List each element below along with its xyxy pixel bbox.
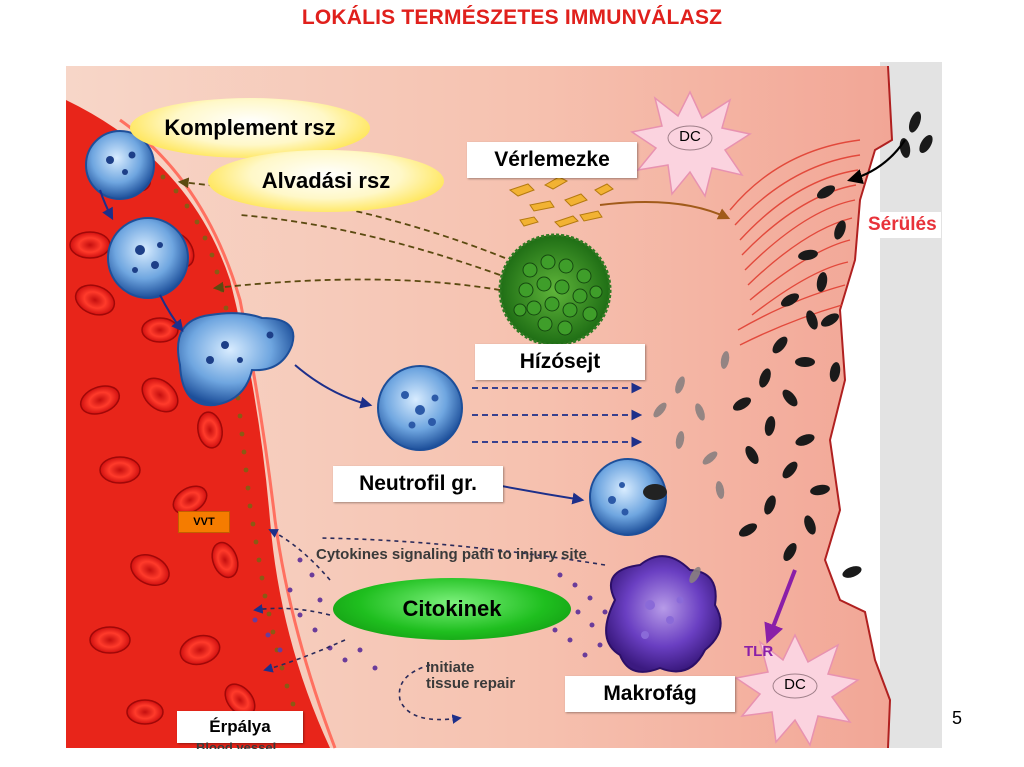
komplement-label: Komplement rsz bbox=[164, 115, 336, 140]
tlr-label: TLR bbox=[744, 643, 774, 660]
blood-vessel-wall bbox=[119, 118, 337, 749]
neutrofil-label: Neutrofil gr. bbox=[333, 466, 503, 502]
phagocytosing-neutrophil bbox=[589, 458, 667, 536]
erpalya-label: Érpálya bbox=[177, 711, 303, 743]
citokinek-oval: Citokinek bbox=[333, 578, 571, 640]
hizosejt-label: Hízósejt bbox=[475, 344, 645, 380]
dc-top-label: DC bbox=[679, 128, 701, 145]
platelet-arrow bbox=[599, 201, 731, 220]
bacteria bbox=[732, 111, 933, 578]
platelets bbox=[508, 176, 614, 228]
injury-edge bbox=[823, 65, 894, 749]
fibrin-strands bbox=[729, 139, 861, 346]
injury-arrow bbox=[847, 139, 906, 185]
slide-number: 5 bbox=[952, 708, 963, 728]
alvadasi-oval: Alvadási rsz bbox=[208, 150, 444, 212]
macrophage-cell bbox=[605, 555, 722, 673]
neutrophil-dashed-arrows bbox=[472, 382, 643, 448]
neutrophil-granules bbox=[401, 391, 439, 429]
mast-cell-granules bbox=[513, 254, 603, 336]
tlr-arrow bbox=[764, 569, 797, 644]
leukocytes-in-vessel bbox=[85, 130, 295, 407]
engulfed-bacterium bbox=[643, 484, 667, 500]
dc-bottom-label: DC bbox=[784, 676, 806, 693]
background-panel bbox=[880, 62, 942, 748]
vvt-tag: VVT bbox=[178, 511, 230, 533]
cytokine-path-caption: Cytokines signaling path to injury site bbox=[316, 546, 587, 563]
blood-vessel-caption: Blood vessel bbox=[196, 740, 277, 749]
nucleus-dots bbox=[106, 151, 274, 364]
page-title: LOKÁLIS TERMÉSZETES IMMUNVÁLASZ bbox=[301, 6, 723, 29]
citokinek-label: Citokinek bbox=[402, 596, 502, 621]
cytokine-arrows bbox=[253, 529, 606, 724]
serules-label: Sérülés bbox=[864, 212, 941, 238]
alvadasi-label: Alvadási rsz bbox=[261, 168, 391, 193]
makrofag-label: Makrofág bbox=[565, 676, 735, 712]
migration-arrows bbox=[99, 189, 585, 505]
verlemezke-label: Vérlemezke bbox=[467, 142, 637, 178]
komplement-oval: Komplement rsz bbox=[130, 98, 370, 158]
bacteria-faded bbox=[653, 351, 730, 584]
initiate-caption: Initiate tissue repair bbox=[426, 659, 516, 692]
